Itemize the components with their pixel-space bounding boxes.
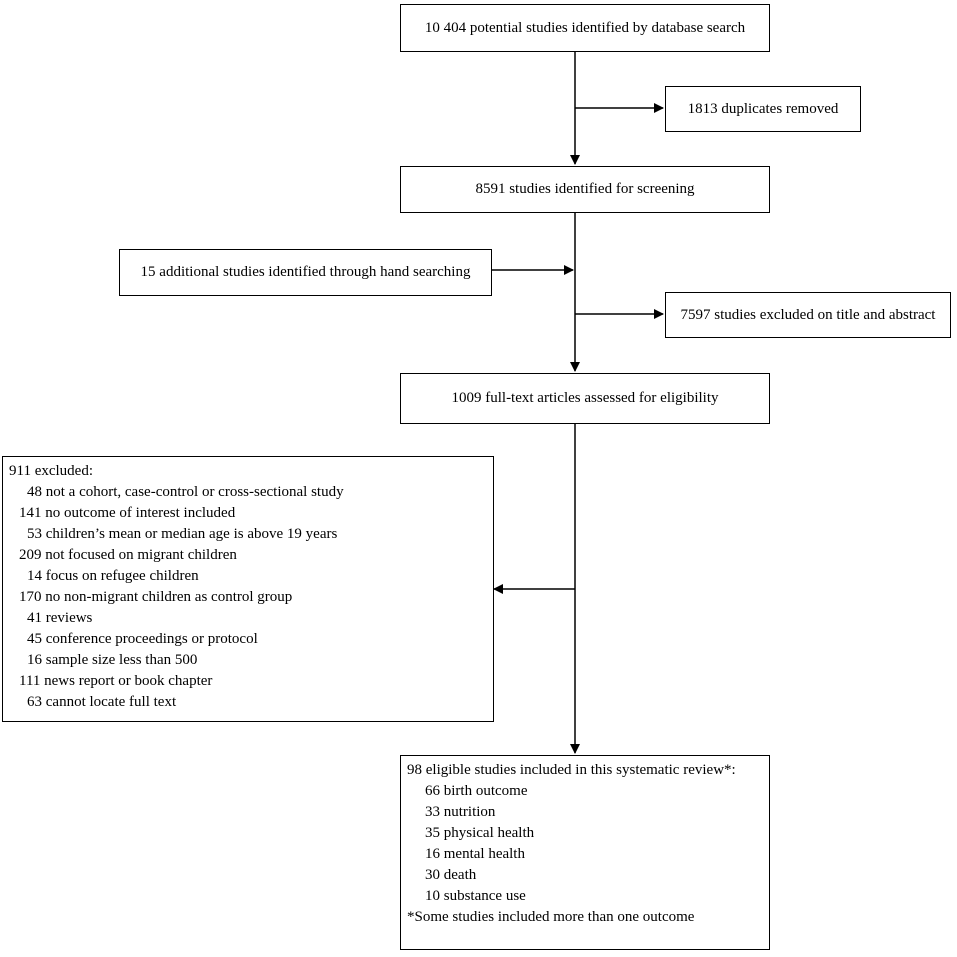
excluded-item: 209 not focused on migrant children xyxy=(19,547,237,563)
excluded-item: 53 children’s mean or median age is abov… xyxy=(27,526,338,542)
included-item: 35 physical health xyxy=(425,825,535,841)
excluded-item: 111 news report or book chapter xyxy=(19,673,213,689)
included-box: 98 eligible studies included in this sys… xyxy=(400,755,770,950)
hand-search-text: 15 additional studies identified through… xyxy=(140,264,471,280)
excluded-item: 170 no non-migrant children as control g… xyxy=(19,589,293,605)
identified-text: 10 404 potential studies identified by d… xyxy=(424,19,746,36)
excluded-item: 45 conference proceedings or protocol xyxy=(27,631,258,647)
excluded-item: 41 reviews xyxy=(27,610,93,626)
fulltext-box: 1009 full-text articles assessed for eli… xyxy=(400,373,770,424)
included-note: *Some studies included more than one out… xyxy=(407,909,695,925)
excluded-box: 911 excluded: 48 not a cohort, case-cont… xyxy=(2,456,494,722)
excluded-item: 14 focus on refugee children xyxy=(27,568,199,584)
screening-box: 8591 studies identified for screening xyxy=(400,166,770,213)
duplicates-text: 1813 duplicates removed xyxy=(687,100,839,117)
excluded-item: 63 cannot locate full text xyxy=(27,694,177,710)
excluded-item: 48 not a cohort, case-control or cross-s… xyxy=(27,484,344,500)
included-title: 98 eligible studies included in this sys… xyxy=(407,762,736,778)
excluded-title-text: 7597 studies excluded on title and abstr… xyxy=(680,306,936,323)
identified-box: 10 404 potential studies identified by d… xyxy=(400,4,770,52)
excluded-item: 141 no outcome of interest included xyxy=(19,505,236,521)
included-item: 16 mental health xyxy=(425,846,525,862)
duplicates-box: 1813 duplicates removed xyxy=(665,86,861,132)
included-item: 30 death xyxy=(425,867,477,883)
included-item: 33 nutrition xyxy=(425,804,496,820)
included-item: 66 birth outcome xyxy=(425,783,528,799)
fulltext-text: 1009 full-text articles assessed for eli… xyxy=(451,390,719,406)
excluded-title: 911 excluded: xyxy=(9,463,94,479)
excluded-item: 16 sample size less than 500 xyxy=(27,652,198,668)
excluded-title-box: 7597 studies excluded on title and abstr… xyxy=(665,292,951,338)
included-item: 10 substance use xyxy=(425,888,526,904)
screening-text: 8591 studies identified for screening xyxy=(475,181,695,197)
hand-search-box: 15 additional studies identified through… xyxy=(119,249,492,296)
